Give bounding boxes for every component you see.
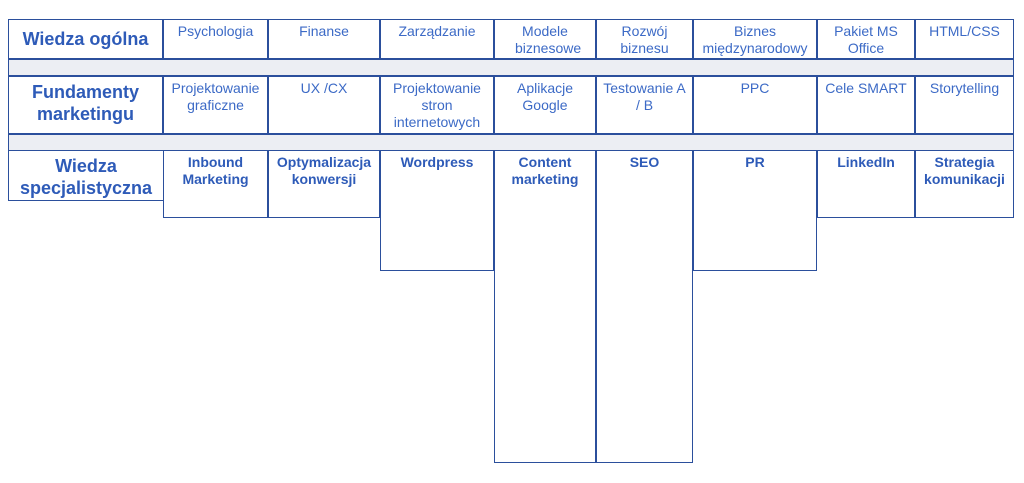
spec-bar-inbound-marketing: Inbound Marketing	[163, 151, 268, 218]
separator-strip-2	[8, 134, 1014, 151]
row-label-general: Wiedza ogólna	[8, 19, 163, 59]
general-item-rozwoj-biznesu: Rozwój biznesu	[596, 19, 693, 59]
fund-item-testowanie-ab: Testowanie A / B	[596, 76, 693, 134]
fund-item-ppc: PPC	[693, 76, 817, 134]
row-label-specialist-text: Wiedza specjalistyczna	[19, 156, 153, 198]
fund-item-ux-cx: UX /CX	[268, 76, 380, 134]
spec-bar-pr: PR	[693, 151, 817, 271]
fund-item-projektowanie-graficzne: Projektowanie graficzne	[163, 76, 268, 134]
spec-bar-content-marketing: Content marketing	[494, 151, 596, 463]
row-label-general-text: Wiedza ogólna	[22, 29, 149, 49]
general-item-zarzadzanie: Zarządzanie	[380, 19, 494, 59]
general-item-pakiet-ms-office: Pakiet MS Office	[817, 19, 915, 59]
fund-item-cele-smart: Cele SMART	[817, 76, 915, 134]
fund-item-aplikacje-google: Aplikacje Google	[494, 76, 596, 134]
row-label-fundamentals: Fundamenty marketingu	[8, 76, 163, 134]
general-item-psychologia: Psychologia	[163, 19, 268, 59]
general-item-biznes-miedzynarodowy: Biznes międzynarodowy	[693, 19, 817, 59]
spec-bar-linkedin: LinkedIn	[817, 151, 915, 218]
general-item-finanse: Finanse	[268, 19, 380, 59]
spec-bar-strategia-komunikacji: Strategia komunikacji	[915, 151, 1014, 218]
general-item-modele-biznesowe: Modele biznesowe	[494, 19, 596, 59]
separator-strip-1	[8, 59, 1014, 76]
spec-bar-optymalizacja-konwersji: Optymalizacja konwersji	[268, 151, 380, 218]
fund-item-projektowanie-stron: Projektowanie stron internetowych	[380, 76, 494, 134]
general-item-html-css: HTML/CSS	[915, 19, 1014, 59]
fund-item-storytelling: Storytelling	[915, 76, 1014, 134]
row-label-fundamentals-text: Fundamenty marketingu	[31, 82, 139, 124]
row-label-specialist: Wiedza specjalistyczna	[8, 151, 163, 201]
spec-bar-wordpress: Wordpress	[380, 151, 494, 271]
spec-bar-seo: SEO	[596, 151, 693, 463]
